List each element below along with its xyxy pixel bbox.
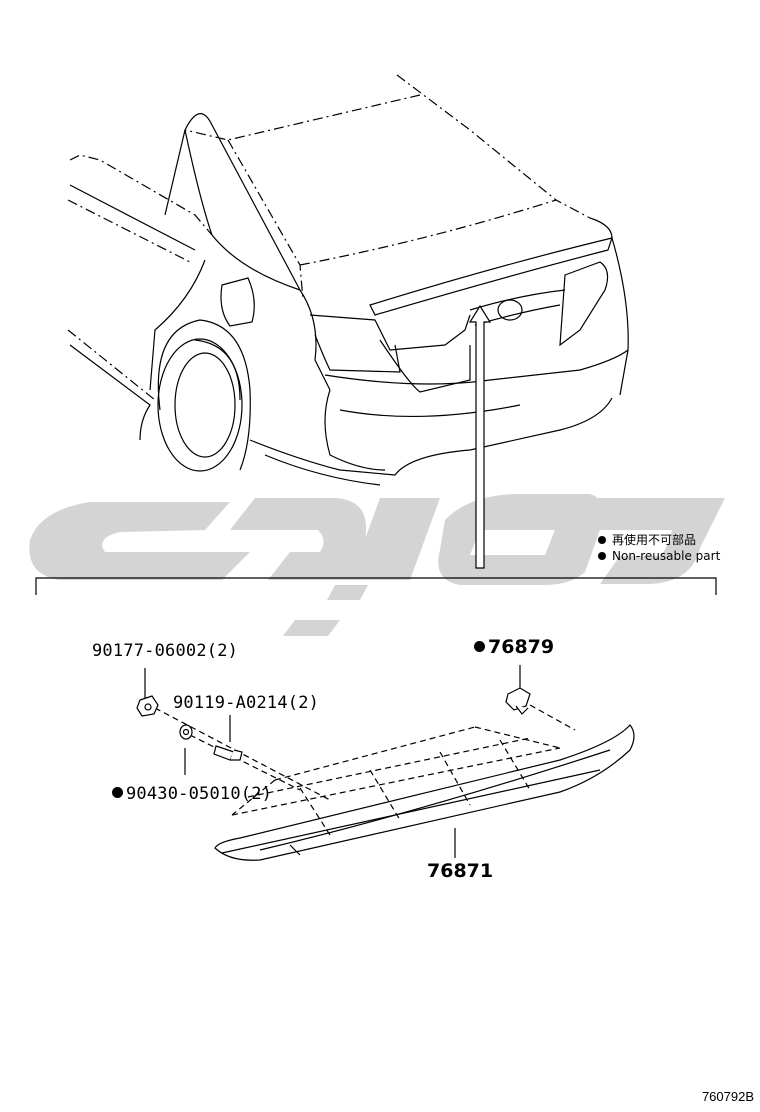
section-bracket	[35, 577, 717, 595]
legend-text-jp: 再使用不可部品	[612, 533, 697, 547]
part-label-90177[interactable]: 90177-06002(2)	[92, 641, 238, 661]
fastener-icons	[136, 687, 531, 761]
part-label-76879[interactable]: 76879	[474, 636, 554, 658]
drawing-code: 760792B	[701, 1089, 754, 1104]
part-label-76871[interactable]: 76871	[427, 860, 493, 882]
part-label-90430[interactable]: 90430-05010(2)	[112, 784, 272, 804]
part-number: 76871	[427, 860, 494, 882]
part-number: 90119-A0214(2)	[173, 693, 320, 713]
watermark-logo	[29, 494, 725, 636]
non-reusable-dot-icon	[474, 641, 485, 652]
pointer-arrow	[468, 304, 492, 569]
non-reusable-dot-icon	[112, 787, 123, 798]
spoiler-part-76871	[144, 665, 635, 861]
part-label-90119[interactable]: 90119-A0214(2)	[173, 693, 319, 713]
non-reusable-dot-icon	[598, 536, 606, 544]
car-rear-illustration	[67, 74, 629, 486]
legend-item-en: Non-reusable part	[598, 549, 720, 563]
part-number: 76879	[488, 636, 555, 658]
part-number: 90430-05010(2)	[126, 784, 273, 804]
legend-text-en: Non-reusable part	[612, 549, 721, 563]
part-number: 90177-06002(2)	[92, 641, 239, 661]
legend-item-jp: 再使用不可部品	[598, 531, 696, 548]
non-reusable-dot-icon	[598, 552, 606, 560]
